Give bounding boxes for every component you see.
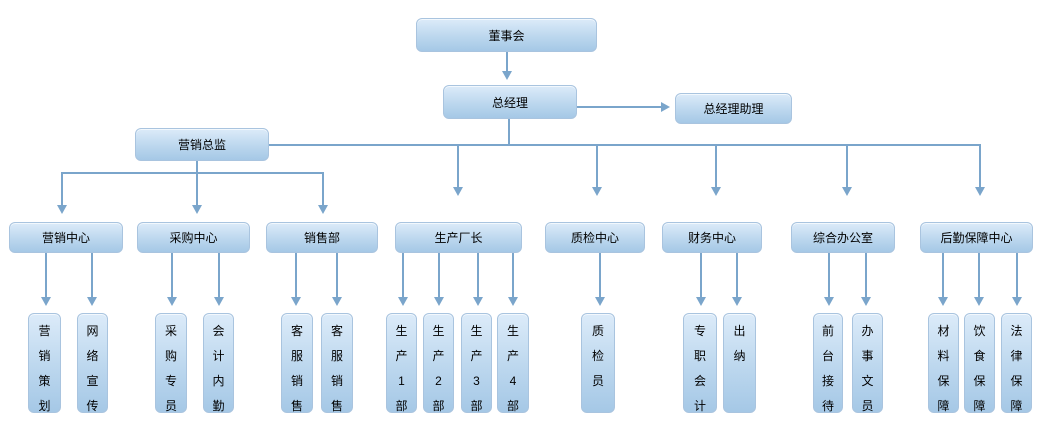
org-node-legal-support: 法律保障	[1001, 313, 1032, 413]
org-node-logistics-support-center: 后勤保障中心	[920, 222, 1033, 253]
org-node-qc-center: 质检中心	[545, 222, 645, 253]
org-node-production-dept-2: 生产2部	[423, 313, 454, 413]
org-node-service-sales-2: 客服销售	[321, 313, 353, 413]
org-node-marketing-planning: 营销策划	[28, 313, 61, 413]
org-node-accounting-clerk: 会计内勤	[203, 313, 234, 413]
org-node-gm-assistant: 总经理助理	[675, 93, 792, 124]
org-node-general-manager: 总经理	[443, 85, 577, 119]
org-node-marketing-center: 营销中心	[9, 222, 123, 253]
org-node-purchasing-center: 采购中心	[137, 222, 250, 253]
org-node-office-clerk: 办事文员	[852, 313, 883, 413]
org-node-online-promotion: 网络宣传	[77, 313, 108, 413]
org-node-sales-dept: 销售部	[266, 222, 378, 253]
org-node-material-support: 材料保障	[928, 313, 959, 413]
org-node-marketing-director: 营销总监	[135, 128, 269, 161]
org-node-production-chief: 生产厂长	[395, 222, 522, 253]
org-node-front-desk-reception: 前台接待	[813, 313, 843, 413]
org-node-dedicated-accountant: 专职会计	[683, 313, 717, 413]
org-node-production-dept-3: 生产3部	[461, 313, 492, 413]
org-node-board: 董事会	[416, 18, 597, 52]
org-node-service-sales-1: 客服销售	[281, 313, 313, 413]
org-node-purchasing-specialist: 采购专员	[155, 313, 187, 413]
org-node-food-support: 饮食保障	[964, 313, 995, 413]
org-node-production-dept-1: 生产1部	[386, 313, 417, 413]
org-node-production-dept-4: 生产4部	[497, 313, 529, 413]
org-node-cashier: 出纳	[723, 313, 756, 413]
org-node-qc-inspector: 质检员	[581, 313, 615, 413]
org-node-finance-center: 财务中心	[662, 222, 762, 253]
org-node-general-office: 综合办公室	[791, 222, 895, 253]
